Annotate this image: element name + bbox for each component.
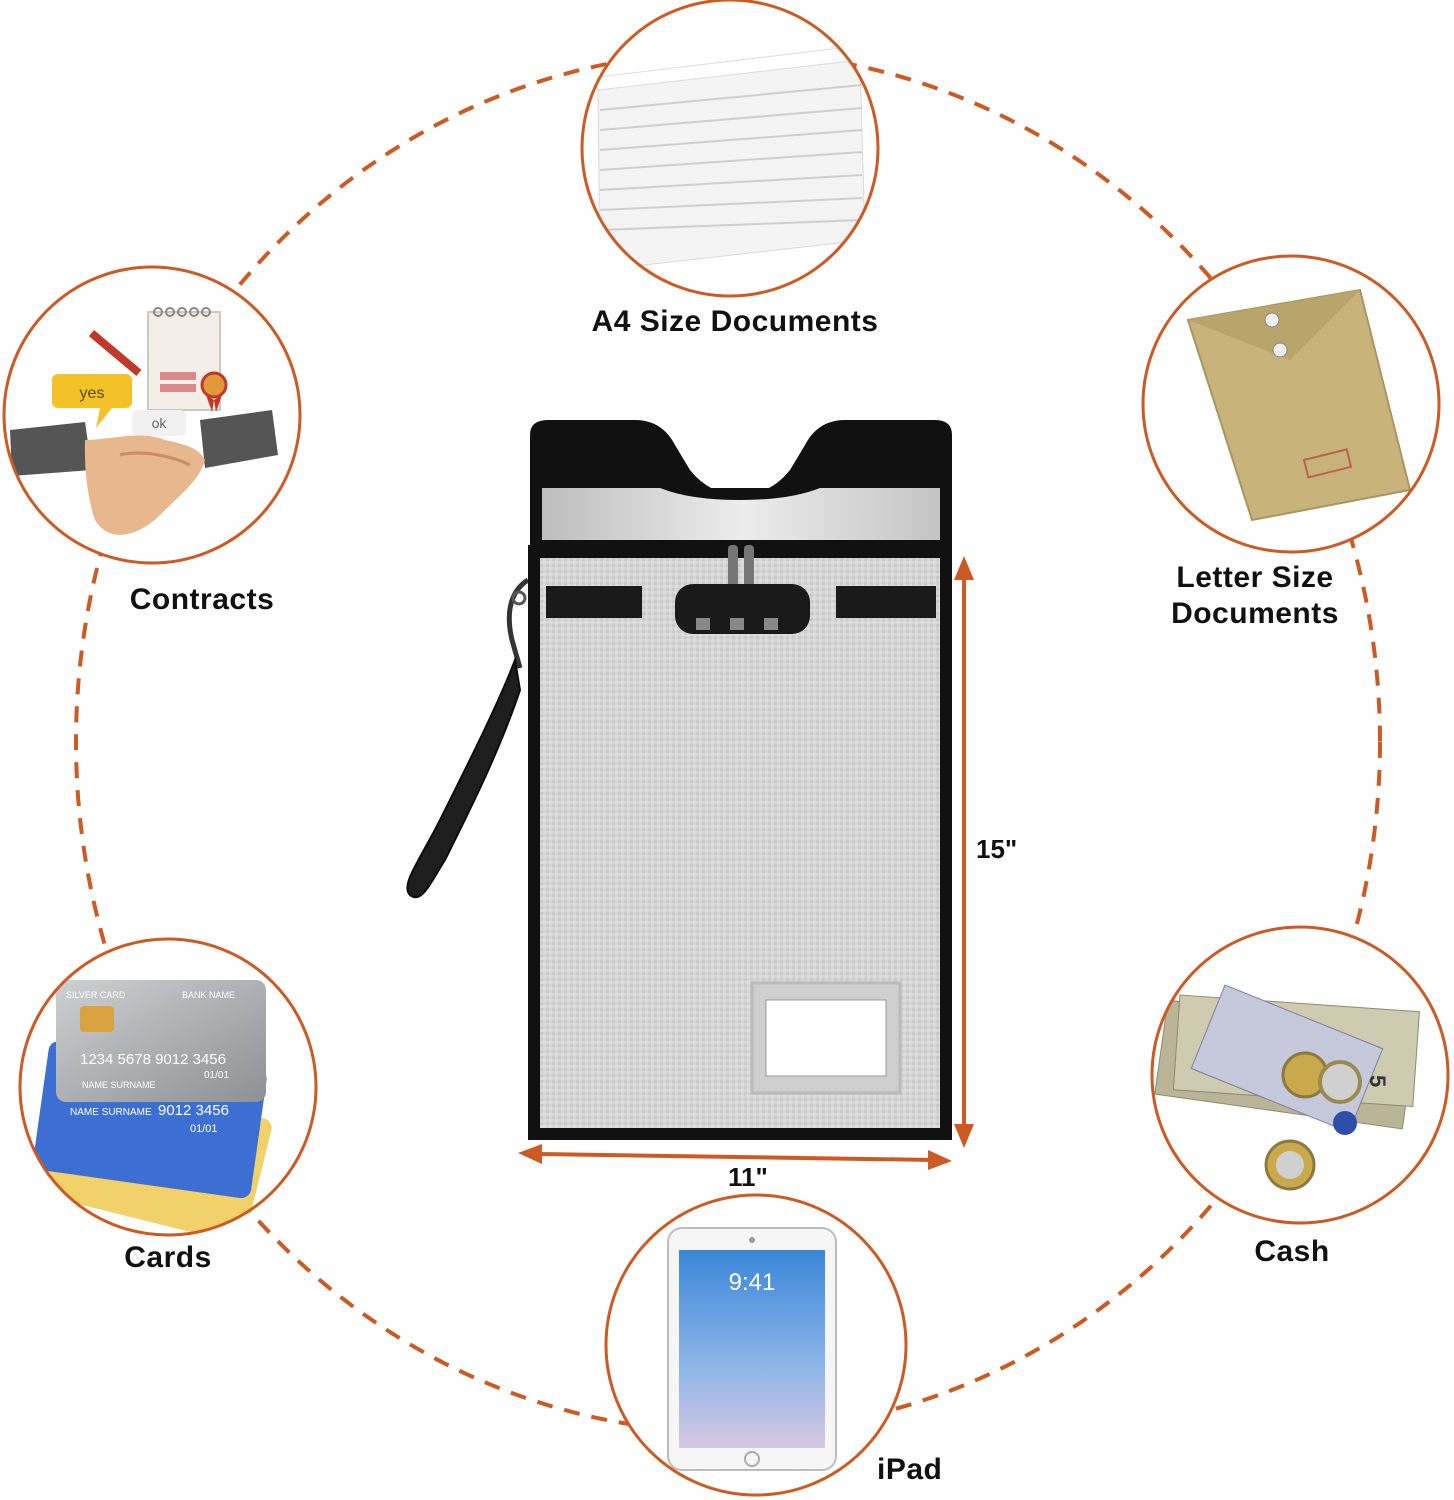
card-number-text: 1234 5678 9012 3456 — [80, 1051, 226, 1068]
banknote-value-text: 5 — [1365, 1075, 1390, 1087]
label-letter-size-line2: Documents — [1171, 597, 1339, 630]
zipper-pull — [728, 545, 754, 595]
label-contracts: Contracts — [129, 583, 275, 616]
card2-number-text: 9012 3456 — [158, 1102, 229, 1119]
dashed-ring — [74, 50, 1382, 1434]
item-circle-a4 — [580, 0, 880, 298]
document-bag — [406, 420, 952, 1140]
card2-holder-text: NAME SURNAME — [70, 1107, 152, 1118]
item-circle-contracts: yes ok — [2, 265, 302, 565]
card-expiry-text: 01/01 — [204, 1070, 229, 1081]
width-dimension-arrow — [518, 1144, 952, 1170]
label-a4-documents: A4 Size Documents — [591, 305, 879, 338]
card2-expiry-text: 01/01 — [190, 1123, 218, 1135]
card-bank-text: BANK NAME — [182, 990, 235, 1000]
item-circle-cards: 9012 3456 01/01 NAME SURNAME SILVER CARD… — [18, 937, 318, 1237]
ipad-image: 9:41 — [667, 1227, 837, 1471]
id-label-window — [750, 981, 902, 1095]
item-circle-letter-size — [1141, 254, 1441, 554]
card-brand-text: SILVER CARD — [66, 990, 126, 1000]
credit-cards-image: 9012 3456 01/01 NAME SURNAME SILVER CARD… — [33, 980, 272, 1235]
label-cash: Cash — [1254, 1235, 1330, 1268]
paper-stack-image — [589, 47, 866, 271]
speech-yes-text: yes — [80, 385, 105, 402]
wrist-strap — [406, 577, 530, 899]
envelope-image — [1186, 288, 1412, 522]
item-circle-ipad: 9:41 — [604, 1193, 908, 1497]
cash-image: 5 — [1154, 984, 1420, 1191]
card-holder-text: NAME SURNAME — [82, 1080, 156, 1090]
dimension-width-label: 11" — [728, 1162, 768, 1192]
label-ipad: iPad — [877, 1453, 943, 1486]
ipad-time-text: 9:41 — [729, 1269, 776, 1296]
label-cards: Cards — [124, 1241, 212, 1274]
handshake-contract-image: yes ok — [10, 307, 278, 535]
dimension-height-label: 15" — [976, 834, 1018, 864]
item-circle-cash: 5 — [1150, 925, 1450, 1225]
height-dimension-arrow — [954, 556, 974, 1148]
combination-lock — [675, 584, 810, 634]
label-letter-size-line1: Letter Size — [1176, 561, 1334, 594]
speech-ok-text: ok — [152, 415, 168, 431]
